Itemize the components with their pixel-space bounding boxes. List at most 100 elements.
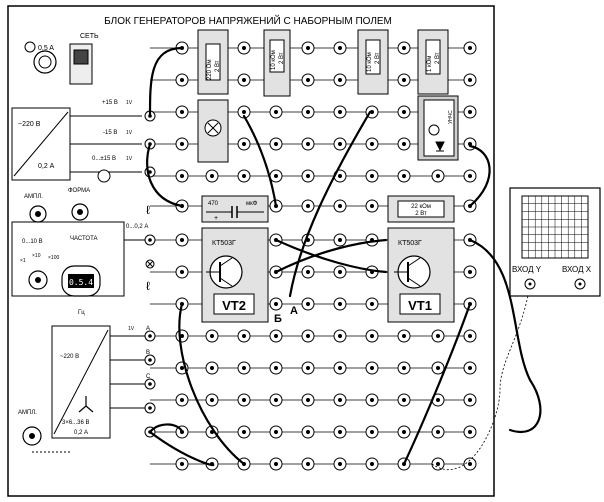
component-r5[interactable]: 22 кОм 2 Вт (387, 195, 455, 223)
socket-hole (274, 174, 278, 178)
wire-2[interactable] (146, 142, 184, 208)
socket-hole (402, 78, 406, 82)
socket-hole (338, 238, 342, 242)
tp-ampl-knob-center (29, 433, 35, 439)
socket-hole (306, 204, 310, 208)
gen-mult100: ×100 (48, 255, 59, 261)
wire-10[interactable] (148, 423, 184, 434)
wire-4[interactable] (288, 110, 372, 298)
socket-hole (402, 366, 406, 370)
socket-hole (306, 462, 310, 466)
wire-11[interactable] (148, 430, 215, 467)
r5-power: 2 Вт (415, 211, 427, 217)
gen-range-label: 0...10 В (22, 239, 43, 245)
cap-plus: + (214, 215, 218, 222)
socket-hole (274, 398, 278, 402)
r5-value: 22 кОм (411, 204, 431, 210)
dc-adjust-knob[interactable] (97, 169, 111, 183)
gen-ampl-knob-center (35, 211, 41, 217)
tp-phase-c: C (146, 374, 151, 380)
component-lamp[interactable] (197, 99, 229, 163)
socket-hole (306, 46, 310, 50)
gen-out-label: 0...0,2 А (126, 224, 148, 230)
socket-hole (306, 174, 310, 178)
wire-6[interactable] (274, 238, 388, 274)
socket-hole (468, 334, 472, 338)
socket-hole (338, 430, 342, 434)
transistor-vt1[interactable]: КТ503Г VT1 (387, 227, 455, 323)
socket-hole (242, 174, 246, 178)
gen-display (68, 274, 94, 288)
dc-supply-diagonal (13, 111, 69, 177)
dc-out1-label: +15 В (102, 100, 118, 106)
component-r2[interactable]: 10 кОм 2 Вт (263, 29, 291, 97)
socket-hole (274, 334, 278, 338)
key-symbol-1: ℓ (146, 203, 150, 217)
socket-hole (370, 366, 374, 370)
panel-title: БЛОК ГЕНЕРАТОРОВ НАПРЯЖЕНИЙ С НАБОРНЫМ П… (104, 14, 392, 27)
led-icon (435, 141, 445, 152)
tp-phase-a: A (146, 326, 150, 332)
aux-symbols: ℓ ℓ (145, 203, 155, 293)
wire-7[interactable] (468, 144, 491, 208)
fuse-cap (38, 55, 52, 69)
component-r3[interactable]: 10 кОм 2 Вт (357, 29, 389, 95)
component-r1[interactable]: 220 Ом 2 Вт (197, 29, 229, 95)
socket-hole (338, 462, 342, 466)
transistor-vt2[interactable]: КТ503Г VT2 (201, 227, 269, 323)
socket-hole (370, 142, 374, 146)
source-terminal-hole (148, 382, 152, 386)
gen-mult1: ×1 (20, 258, 26, 264)
socket-hole (242, 78, 246, 82)
tp-phase-b: B (146, 350, 150, 356)
dc-current-label: 0,2 А (38, 163, 55, 170)
socket-hole (306, 398, 310, 402)
socket-hole (370, 398, 374, 402)
r4-power: 2 Вт (435, 52, 441, 64)
component-r4[interactable]: 1 кОм 2 Вт (417, 29, 449, 95)
led-label: УНЧС (448, 110, 454, 124)
wire-5[interactable] (274, 238, 388, 274)
socket-hole (242, 46, 246, 50)
socket-hole (180, 462, 184, 466)
component-capacitor[interactable]: 470 мкФ + (201, 195, 269, 223)
wire-3[interactable] (242, 114, 278, 208)
dc-out2-tag: 1V (126, 130, 133, 136)
osc-input-y-label: ВХОД Y (512, 265, 542, 274)
socket-hole (180, 334, 184, 338)
socket-hole (180, 78, 184, 82)
socket-hole (370, 204, 374, 208)
gen-display-value: 0.5.4 (69, 278, 93, 287)
wire-osc-y[interactable] (468, 238, 542, 433)
socket-hole (370, 430, 374, 434)
gen-unit-label: Гц (78, 310, 85, 316)
socket-hole (338, 142, 342, 146)
wire-1[interactable] (148, 46, 184, 118)
wire-8[interactable] (178, 302, 246, 466)
socket-hole (436, 366, 440, 370)
dc-out2-label: -15 В (103, 130, 117, 136)
tp-output-label: 3×6...36 В (62, 420, 90, 426)
r2-value: 10 кОм (271, 50, 277, 70)
socket-hole (306, 78, 310, 82)
socket-hole (306, 366, 310, 370)
socket-hole (338, 204, 342, 208)
socket-hole (436, 430, 440, 434)
vt2-part: КТ503Г (212, 240, 236, 247)
socket-hole (468, 398, 472, 402)
socket-hole (338, 78, 342, 82)
three-phase-block: ~220 В 3×6...36 В 0,2 А A B C 1V АМПЛ. (18, 325, 151, 453)
dc-out3-tag: 1V (126, 156, 133, 162)
gen-mult10: ×10 (32, 253, 41, 259)
socket-hole (210, 366, 214, 370)
wire-9[interactable] (402, 302, 472, 466)
socket-hole (338, 302, 342, 306)
component-led[interactable]: УНЧС (417, 95, 459, 161)
r1-power: 2 Вт (215, 60, 221, 72)
dc-out1-tag: 1V (126, 100, 133, 106)
socket-hole (338, 366, 342, 370)
socket-hole (306, 302, 310, 306)
socket-hole (402, 398, 406, 402)
key-symbol-2: ℓ (146, 279, 150, 293)
